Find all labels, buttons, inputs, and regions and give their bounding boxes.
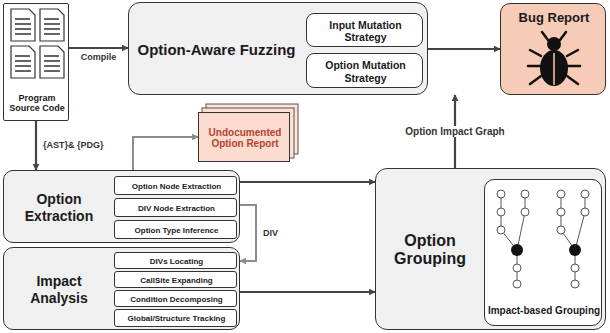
node-text: Option Grouping [378, 232, 482, 269]
edge-label: {AST}& {PDG} [41, 140, 106, 150]
node-text: Option Mutation Strategy [309, 59, 422, 83]
source-code-box: Program Source Code [3, 3, 69, 121]
grouping-illustration [485, 184, 603, 296]
node-text: Global/Structure Tracking [128, 314, 226, 323]
node-text: Condition Decomposing [130, 295, 222, 304]
connector-arrow [240, 291, 375, 293]
edge-label: DIV [261, 228, 280, 238]
connector-arrow [240, 205, 256, 261]
connector-arrow [133, 137, 198, 170]
connector-arrow [240, 181, 375, 183]
node-text: Option Type Inference [135, 226, 219, 235]
text-area: Option Node Extraction [115, 177, 238, 196]
grouping-box: Option Grouping Impact-based Grouping [375, 168, 606, 330]
step-box: Global/Structure Tracking [114, 309, 237, 327]
edge-label: Option Impact Graph [403, 126, 506, 138]
text-area: DIV Node Extraction [115, 199, 238, 218]
step-box: Option Node Extraction [114, 176, 237, 195]
node-text: Bug Report [519, 11, 590, 26]
text-area: Option Type Inference [115, 221, 238, 240]
node-text: Impact Analysis [6, 273, 112, 305]
node-text: Undocumented Option Report [201, 127, 289, 150]
node-text: Option Node Extraction [132, 182, 221, 191]
bug-report-box: Bug Report [500, 3, 606, 95]
grouping-inner-box: Impact-based Grouping [484, 179, 602, 326]
text-area: CallSite Expanding [115, 272, 238, 289]
text-area: Impact Analysis [4, 248, 114, 331]
connector-arrow [35, 121, 37, 170]
node-text: CallSite Expanding [140, 276, 212, 285]
text-area: Option Extraction [4, 171, 114, 244]
text-area: Program Source Code [4, 84, 70, 122]
node-text: Option-Aware Fuzzing [137, 41, 295, 58]
connector-arrow [428, 48, 500, 50]
step-box: CallSite Expanding [114, 271, 237, 288]
node-text: Input Mutation Strategy [309, 19, 422, 43]
text-area: Input Mutation Strategy [307, 14, 424, 48]
connector-arrow [69, 47, 128, 49]
stage-box: Impact Analysis DIVs LocatingCallSite Exp… [3, 247, 240, 330]
text-area: Option-Aware Fuzzing [129, 3, 304, 96]
text-area: Global/Structure Tracking [115, 310, 238, 328]
text-area: Undocumented Option Report [199, 113, 291, 163]
text-area: Option Grouping [376, 169, 484, 331]
step-box: Condition Decomposing [114, 290, 237, 307]
text-area: Condition Decomposing [115, 291, 238, 308]
step-box: DIV Node Extraction [114, 198, 237, 217]
node-text: DIVs Locating [150, 257, 203, 266]
node-text: DIV Node Extraction [138, 204, 215, 213]
text-area: Option Mutation Strategy [307, 54, 424, 89]
stage-box: Option Extraction Option Node ExtractionD… [3, 170, 240, 243]
node-text: Impact-based Grouping [488, 305, 600, 317]
text-area: DIVs Locating [115, 253, 238, 270]
bug-icon [501, 28, 607, 94]
text-area: Bug Report [501, 6, 607, 30]
strategy-box: Option Mutation Strategy [306, 53, 423, 88]
step-box: DIVs Locating [114, 252, 237, 269]
node-text: Program Source Code [6, 93, 68, 114]
report-box: Undocumented Option Report [198, 112, 290, 162]
node-text: Option Extraction [6, 191, 112, 223]
fuzzing-box: Option-Aware Fuzzing Input Mutation Strat… [128, 2, 428, 95]
strategy-box: Input Mutation Strategy [306, 13, 423, 47]
text-area: Impact-based Grouping [485, 296, 603, 326]
step-box: Option Type Inference [114, 220, 237, 239]
edge-label: Compile [79, 52, 119, 62]
document-icons [4, 4, 70, 84]
